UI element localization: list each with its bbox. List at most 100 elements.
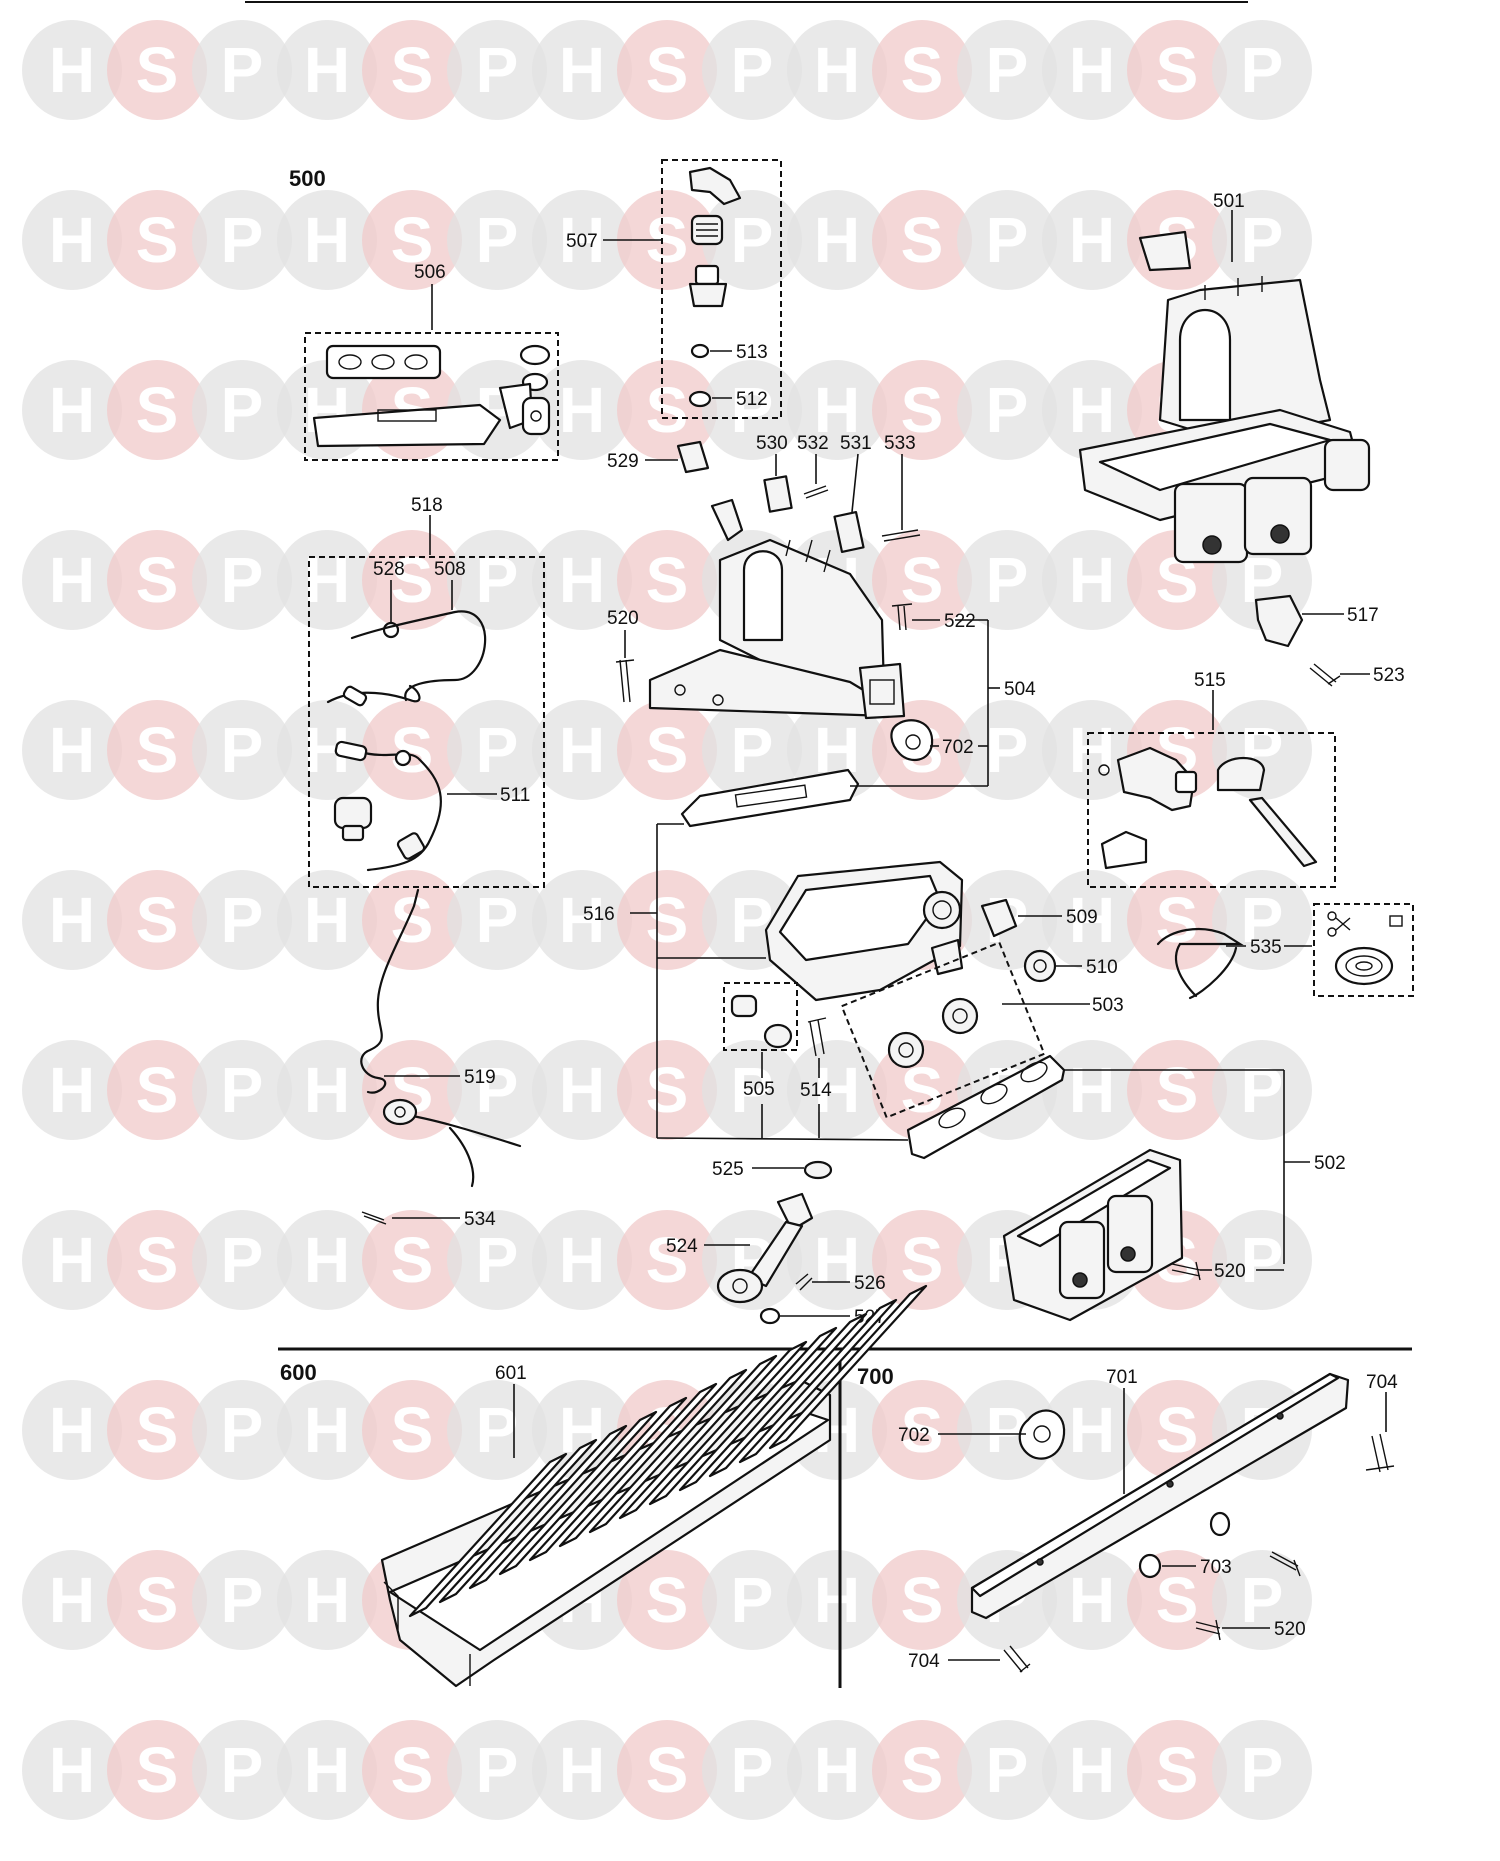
watermark-logo-circle: P: [1212, 1040, 1312, 1140]
watermark-logo-circle: P: [702, 1550, 802, 1650]
bracket-516-bottom: [656, 1137, 909, 1141]
watermark-logo-circle: S: [872, 190, 972, 290]
svg-text:P: P: [476, 1394, 519, 1466]
svg-text:P: P: [731, 204, 774, 276]
watermark-logo-circle: H: [1042, 870, 1142, 970]
svg-text:H: H: [1069, 204, 1115, 276]
part-label-504: 504: [1004, 679, 1036, 700]
svg-text:H: H: [49, 1054, 95, 1126]
part-label-518: 518: [411, 495, 443, 516]
svg-text:S: S: [136, 1734, 179, 1806]
part-label-535: 535: [1250, 937, 1282, 958]
svg-text:H: H: [814, 34, 860, 106]
watermark-logo-circle: H: [277, 1550, 377, 1650]
svg-text:H: H: [559, 884, 605, 956]
svg-text:P: P: [731, 884, 774, 956]
part-label-523: 523: [1373, 665, 1405, 686]
rail-701-drawing: [970, 1372, 1350, 1620]
watermark-logo-circle: H: [22, 1040, 122, 1140]
watermark-logo-circle: S: [107, 20, 207, 120]
manifold-drawing: [764, 860, 964, 1002]
section-label-700: 700: [857, 1364, 894, 1389]
svg-text:H: H: [49, 34, 95, 106]
svg-text:P: P: [221, 884, 264, 956]
svg-text:S: S: [136, 1054, 179, 1126]
part-label-509: 509: [1066, 907, 1098, 928]
svg-text:S: S: [1156, 1054, 1199, 1126]
watermark-logo-circle: P: [447, 1720, 547, 1820]
svg-text:P: P: [731, 714, 774, 786]
watermark-logo-circle: S: [362, 20, 462, 120]
kit-box-515: [1087, 732, 1336, 888]
watermark-logo-circle: P: [1212, 190, 1312, 290]
kit-box-518: [308, 556, 545, 888]
svg-text:H: H: [49, 884, 95, 956]
burner-fin: [588, 1368, 748, 1534]
svg-text:H: H: [304, 1564, 350, 1636]
watermark-logo-circle: H: [277, 1380, 377, 1480]
valve-body-drawing: [648, 498, 906, 720]
watermark-logo-circle: S: [107, 360, 207, 460]
svg-text:P: P: [221, 1394, 264, 1466]
watermark-logo-circle: H: [277, 20, 377, 120]
svg-text:H: H: [304, 1394, 350, 1466]
plate-530: [763, 475, 793, 513]
watermark-logo-circle: S: [617, 190, 717, 290]
svg-text:H: H: [559, 204, 605, 276]
watermark-logo-circle: S: [107, 530, 207, 630]
kit-box-507: [661, 159, 782, 419]
part-label-702-b: 702: [898, 1425, 930, 1446]
svg-text:S: S: [136, 374, 179, 446]
nozzle-509: [980, 898, 1018, 938]
watermark-logo-circle: P: [957, 700, 1057, 800]
svg-text:P: P: [1241, 884, 1284, 956]
burner-fin: [618, 1354, 778, 1520]
part-label-701: 701: [1106, 1367, 1138, 1388]
part-label-514: 514: [800, 1080, 832, 1101]
clip-529: [676, 440, 710, 474]
kit-box-535: [1313, 903, 1414, 997]
watermark-logo-circle: P: [702, 1040, 802, 1140]
svg-text:S: S: [136, 544, 179, 616]
svg-text:S: S: [646, 1224, 689, 1296]
watermark-logo-circle: S: [617, 20, 717, 120]
part-label-516: 516: [583, 904, 615, 925]
svg-text:S: S: [646, 884, 689, 956]
watermark-logo-circle: S: [872, 1380, 972, 1480]
watermark-logo-circle: P: [702, 190, 802, 290]
part-label-507: 507: [566, 231, 598, 252]
section-label-500: 500: [289, 166, 326, 191]
screw-534: [361, 1211, 387, 1225]
part-label-528: 528: [373, 559, 405, 580]
watermark-logo-circle: S: [872, 1720, 972, 1820]
watermark-logo-circle: H: [532, 1210, 632, 1310]
svg-text:P: P: [986, 544, 1029, 616]
watermark-logo-circle: P: [447, 700, 547, 800]
svg-text:S: S: [1156, 1394, 1199, 1466]
watermark-logo-circle: P: [957, 1720, 1057, 1820]
leader-531: [851, 453, 859, 513]
svg-text:H: H: [1069, 1054, 1115, 1126]
watermark-logo-circle: S: [107, 1720, 207, 1820]
nut-510: [1023, 949, 1057, 983]
svg-text:H: H: [49, 544, 95, 616]
watermark-logo-circle: H: [277, 1040, 377, 1140]
watermark-logo-circle: S: [107, 870, 207, 970]
watermark-logo-circle: H: [22, 1210, 122, 1310]
watermark-logo-circle: H: [277, 190, 377, 290]
watermark-logo-circle: S: [872, 1550, 972, 1650]
plug-kit-505-drawing: [730, 994, 793, 1049]
burner-fin: [498, 1410, 658, 1576]
svg-text:S: S: [136, 34, 179, 106]
watermark-logo-circle: P: [192, 1210, 292, 1310]
svg-text:P: P: [1241, 1224, 1284, 1296]
svg-text:P: P: [1241, 1054, 1284, 1126]
svg-text:H: H: [1069, 34, 1115, 106]
clip-517: [1254, 594, 1304, 648]
svg-text:H: H: [814, 1734, 860, 1806]
part-label-703: 703: [1200, 1557, 1232, 1578]
svg-text:S: S: [391, 1394, 434, 1466]
svg-text:P: P: [731, 1734, 774, 1806]
watermark-logo-circle: P: [447, 190, 547, 290]
watermark-logo-circle: S: [617, 700, 717, 800]
